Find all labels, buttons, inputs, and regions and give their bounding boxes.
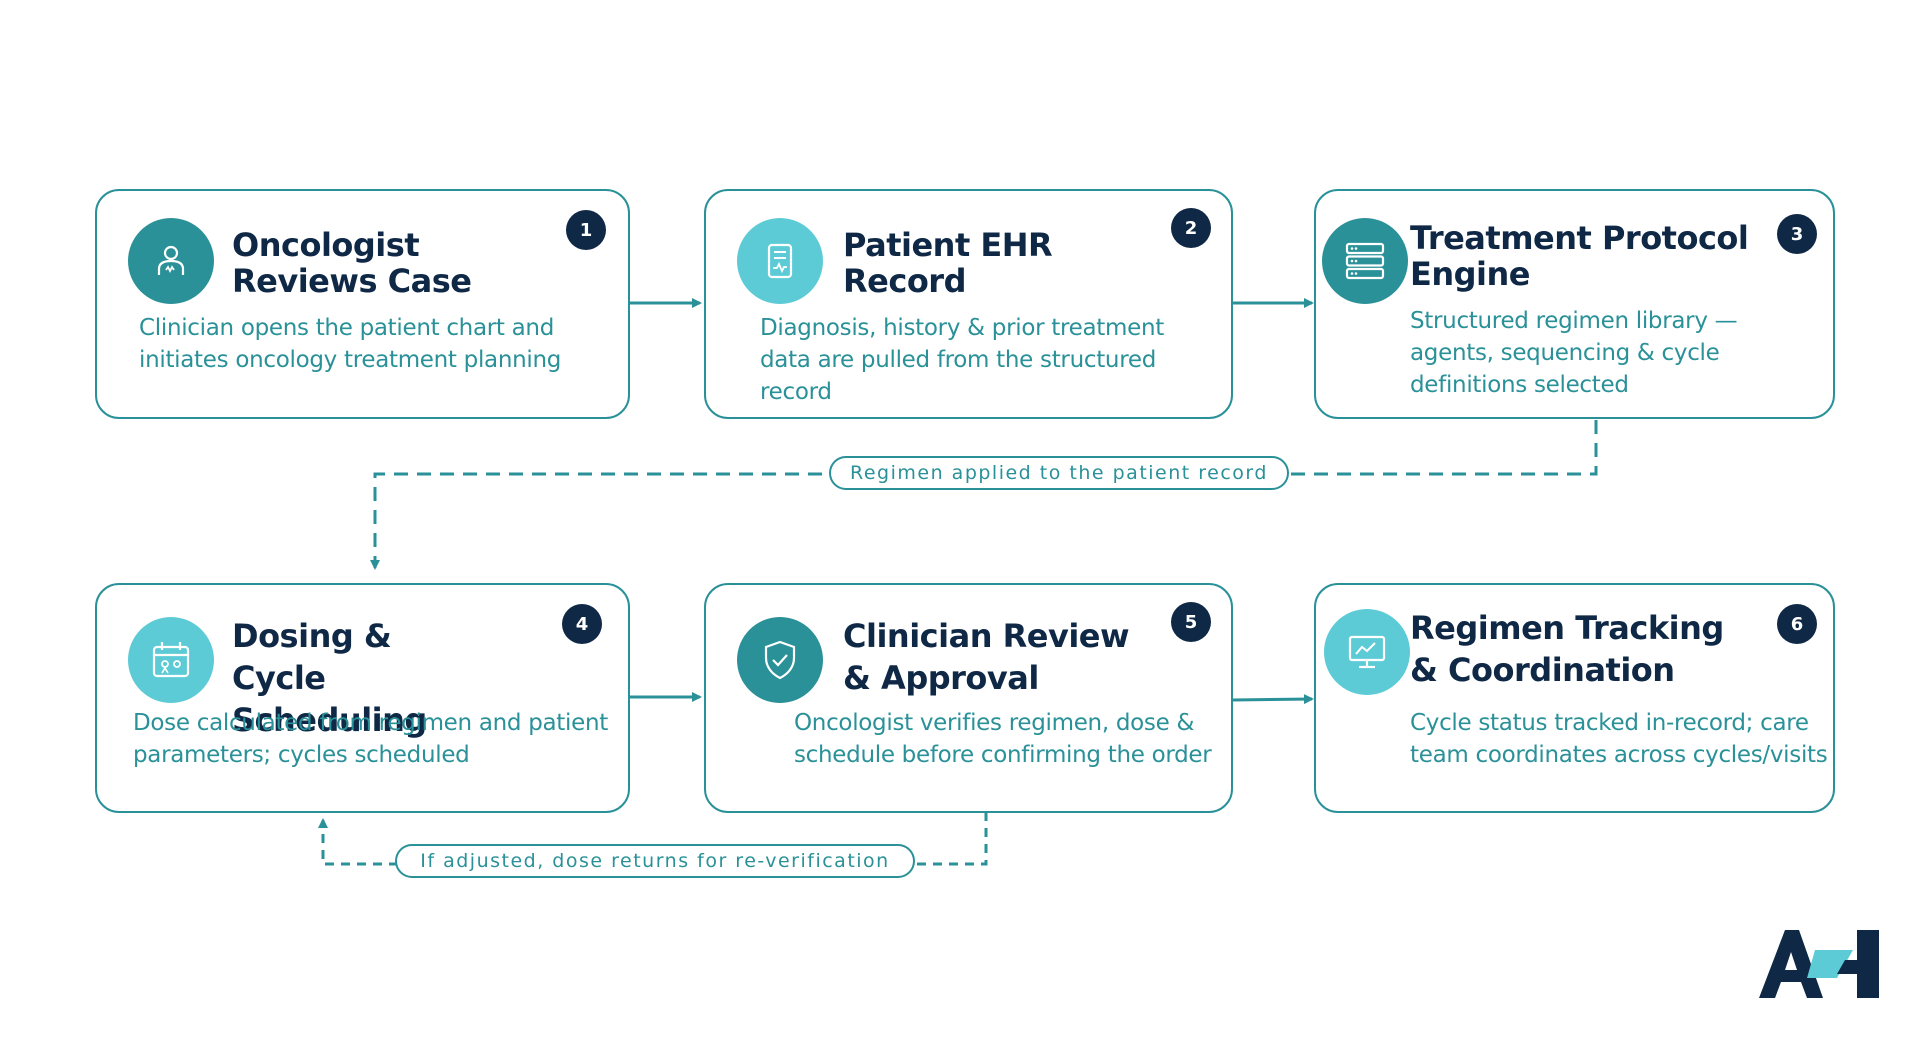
server-icon [1322, 218, 1408, 304]
step-number-badge: 6 [1777, 604, 1817, 644]
arrow-5-to-6 [1232, 694, 1314, 705]
step-title: Oncologist Reviews Case [232, 226, 472, 300]
dashed-connector-3-to-4 [370, 420, 1598, 570]
step-number-badge: 2 [1171, 208, 1211, 248]
step-description: Oncologist verifies regimen, dose & sche… [794, 710, 1212, 768]
step-number-badge: 5 [1171, 602, 1211, 642]
shield-check-icon [737, 617, 823, 703]
step-card-1: 1 Oncologist Reviews Case Clinician open… [95, 189, 630, 419]
step-card-4: 4 Dosing & Cycle Scheduling Dose calcula… [95, 583, 630, 813]
step-number-badge: 3 [1777, 214, 1817, 254]
calendar-icon [128, 617, 214, 703]
step-description: Structured regimen library — agents, seq… [1410, 308, 1738, 398]
step-description: Cycle status tracked in-record; care tea… [1410, 710, 1828, 768]
step-title: Patient EHR Record [843, 226, 1053, 300]
monitor-chart-icon [1324, 609, 1410, 695]
step-title: Regimen Tracking & Coordination [1410, 609, 1724, 689]
step-card-6: 6 Regimen Tracking & Coordination Cycle … [1314, 583, 1835, 813]
step-number-badge: 4 [562, 604, 602, 644]
step-description: Diagnosis, history & prior treatment dat… [760, 315, 1164, 405]
step-title: Dosing & Cycle Scheduling [232, 617, 427, 739]
regimen-applied-label: Regimen applied to the patient record [829, 456, 1289, 490]
step-card-3: 3 Treatment Protocol Engine Structured r… [1314, 189, 1835, 419]
step-number-badge: 1 [566, 210, 606, 250]
document-chart-icon [737, 218, 823, 304]
step-title: Clinician Review & Approval [843, 617, 1130, 697]
ahi-logo [1759, 930, 1879, 998]
re-verification-label: If adjusted, dose returns for re-verific… [395, 844, 915, 878]
step-card-2: 2 Patient EHR Record Diagnosis, history … [704, 189, 1233, 419]
step-description: Dose calculated from regimen and patient… [133, 710, 608, 768]
step-card-5: 5 Clinician Review & Approval Oncologist… [704, 583, 1233, 813]
step-description: Clinician opens the patient chart and in… [139, 315, 562, 373]
person-icon [128, 218, 214, 304]
step-title: Treatment Protocol Engine [1410, 219, 1749, 293]
dashed-connector-5-to-4 [318, 812, 988, 866]
